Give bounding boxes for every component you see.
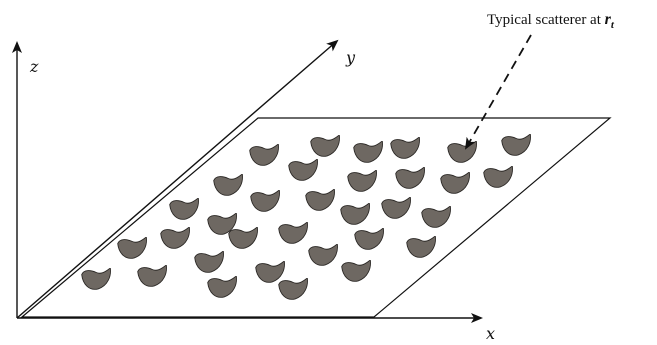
annotation-pointer-arrow xyxy=(465,34,532,150)
y-axis xyxy=(16,39,339,319)
x-axis-label: x xyxy=(486,324,495,343)
z-axis-label: z xyxy=(29,57,39,76)
annotation-symbol: r xyxy=(605,11,612,28)
y-axis-label: y xyxy=(345,48,356,67)
annotation-text: Typical scatterer at xyxy=(487,12,605,28)
annotation-label: Typical scatterer at rt xyxy=(487,11,615,31)
ground-plane xyxy=(20,117,612,318)
annotation-subscript: t xyxy=(611,19,615,31)
